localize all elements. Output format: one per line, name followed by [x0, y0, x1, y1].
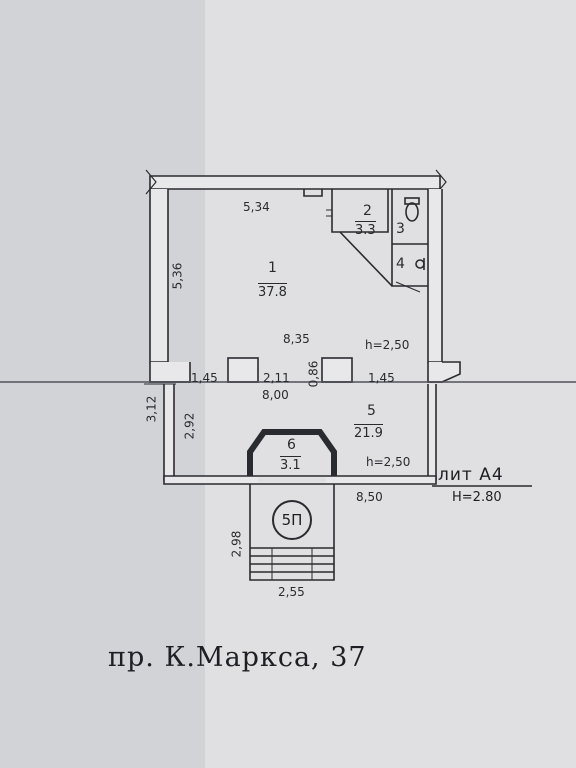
- room-5-number: 5: [367, 403, 376, 419]
- room-6-number: 6: [287, 437, 296, 453]
- room-6-outline: [247, 429, 337, 476]
- room-4-number: 4: [396, 256, 405, 272]
- dim-left-height: 5,36: [170, 262, 185, 290]
- dim-pier-left: 1,45: [191, 371, 218, 385]
- dim-lower-left-inner: 2,92: [182, 412, 197, 440]
- porch-outline: [249, 484, 335, 581]
- wall-pier-left: [149, 362, 191, 383]
- toilet-icon: [405, 202, 419, 222]
- vent-box: [303, 189, 323, 197]
- room-6-area: 3.1: [280, 456, 301, 473]
- toilet-tank-icon: [404, 197, 420, 205]
- dim-top-width: 5,34: [243, 200, 270, 214]
- column-left: [227, 357, 259, 383]
- paper-fold-line: [0, 381, 576, 383]
- room-2-number: 2: [363, 203, 372, 219]
- dim-stair-width: 2,55: [278, 585, 305, 599]
- room-6-inner: [255, 437, 329, 472]
- outer-wall-top: [149, 175, 441, 190]
- dim-pier-center: 2,11: [263, 371, 290, 385]
- paper-sheet-right: [205, 0, 576, 768]
- building-height: Н=2.80: [452, 490, 502, 505]
- room-2-area: 3.3: [355, 221, 376, 238]
- porch-label: 5П: [272, 500, 312, 540]
- dim-bottom-width: 8,50: [356, 490, 383, 504]
- room-5-area: 21.9: [354, 424, 383, 441]
- room-1-number: 1: [268, 260, 277, 276]
- dim-ceiling-lower: h=2,50: [366, 455, 411, 469]
- dim-wall-gap: 0,86: [306, 360, 321, 388]
- dim-lower-left-outer: 3,12: [144, 395, 159, 423]
- door-swing-4: [395, 281, 421, 293]
- outer-wall-left-lower: [163, 384, 175, 481]
- partition-diagonal: [339, 231, 393, 287]
- column-right: [321, 357, 353, 383]
- outer-wall-right-upper: [427, 189, 443, 363]
- dim-inner-width: 8,35: [283, 332, 310, 346]
- sink-icon: [415, 259, 425, 269]
- stair-rail: [271, 548, 313, 580]
- room-3-number: 3: [396, 221, 405, 237]
- outer-wall-left-upper: [149, 189, 169, 363]
- building-label: лит А4: [438, 465, 504, 485]
- room-1-area: 37.8: [258, 283, 287, 300]
- partition-room-2-door: [326, 209, 332, 217]
- dim-pier-right: 1,45: [368, 371, 395, 385]
- wall-pier-right: [427, 361, 461, 383]
- dim-mid-width: 8,00: [262, 388, 289, 402]
- outer-wall-right-lower: [427, 384, 437, 481]
- address-caption: пр. К.Маркса, 37: [108, 642, 367, 673]
- dim-stair-height: 2,98: [229, 530, 244, 558]
- dim-ceiling-upper: h=2,50: [365, 338, 410, 352]
